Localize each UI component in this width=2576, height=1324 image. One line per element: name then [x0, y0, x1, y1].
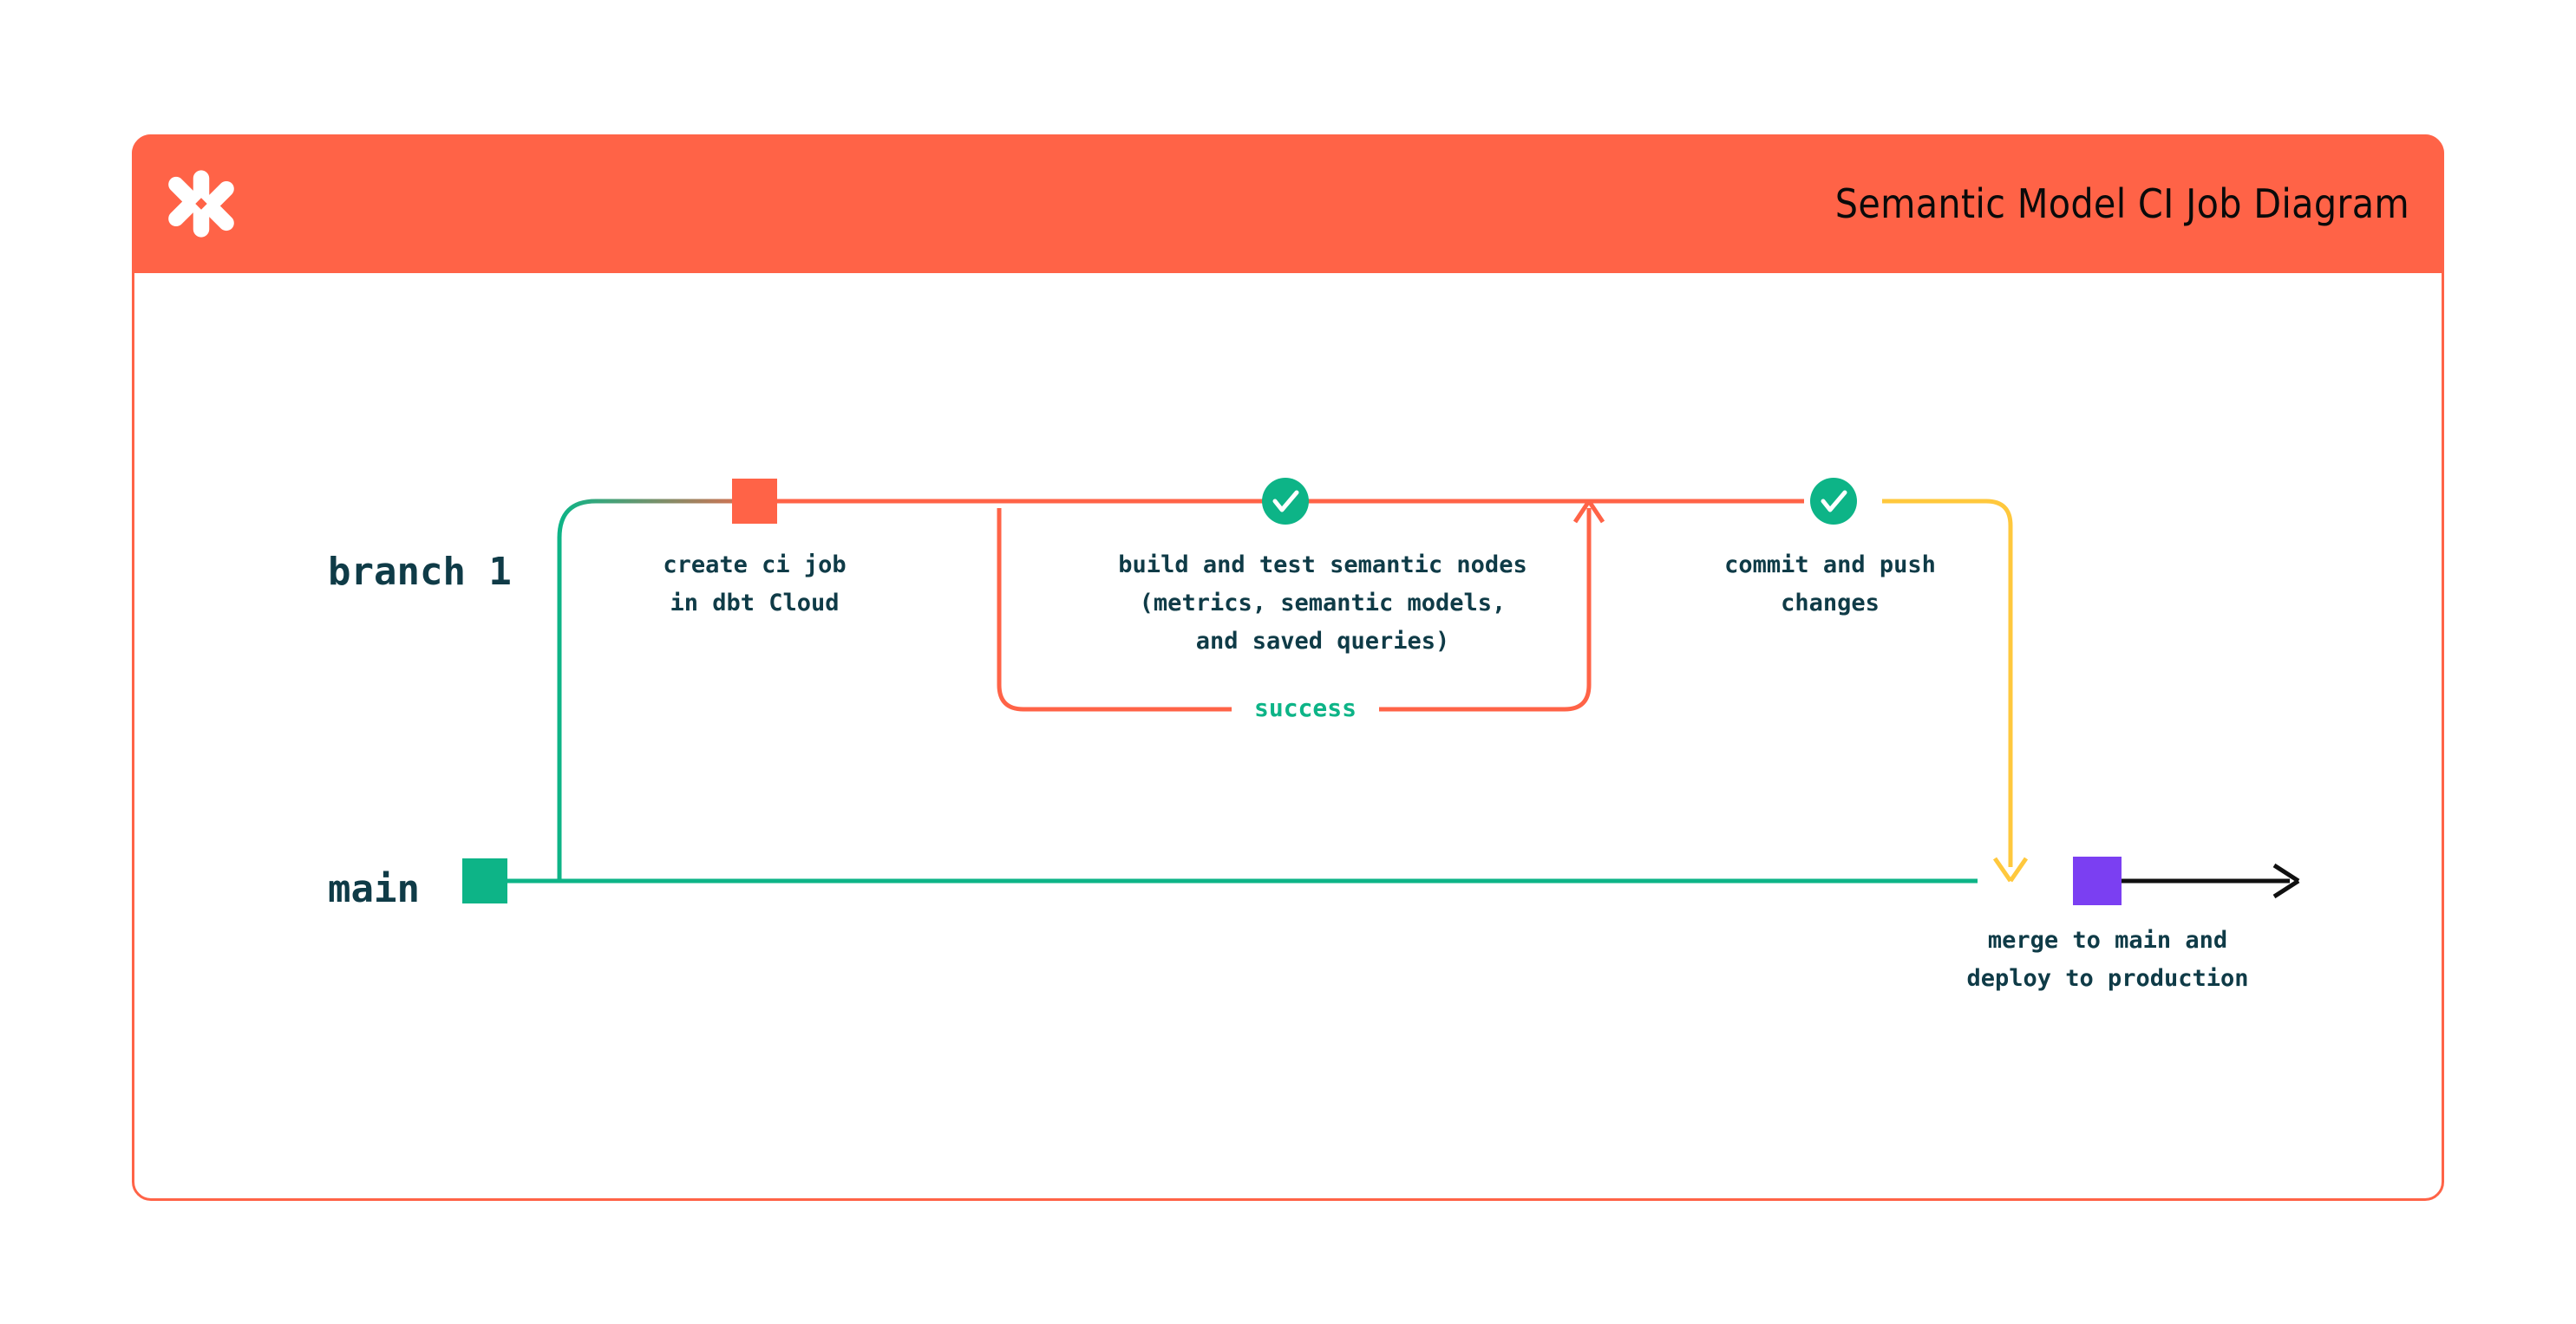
- node-caption-build-and-test: build and test semantic nodes (metrics, …: [1118, 551, 1527, 655]
- node-caption-create-ci-job: create ci job in dbt Cloud: [663, 551, 847, 616]
- lane-label-branch1: branch 1: [328, 550, 512, 594]
- node-caption-commit-and-push: commit and push changes: [1724, 551, 1936, 616]
- diagram-card: Semantic Model CI Job Diagram: [132, 134, 2444, 1201]
- dbt-logo-icon: [165, 167, 238, 240]
- node-caption-merge-to-main: merge to main and deploy to production: [1966, 927, 2249, 992]
- edge-label-success: success: [1232, 694, 1379, 722]
- card-body: [132, 273, 2444, 1201]
- page-title: Semantic Model CI Job Diagram: [1834, 180, 2409, 227]
- lane-label-main: main: [328, 867, 420, 911]
- card-header: Semantic Model CI Job Diagram: [132, 134, 2444, 273]
